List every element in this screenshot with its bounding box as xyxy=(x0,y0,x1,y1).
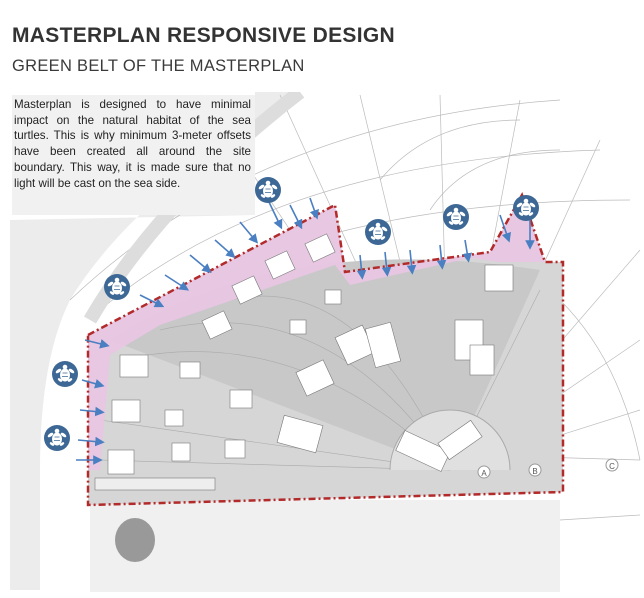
sea-turtle-icon xyxy=(364,218,392,246)
sea-turtle-icon xyxy=(43,424,71,452)
description-text: Masterplan is designed to have minimal i… xyxy=(12,95,255,215)
masterplan-drawing: A B C xyxy=(10,92,644,592)
grid-bubble-c: C xyxy=(605,458,619,472)
sea-turtle-icon xyxy=(103,273,131,301)
svg-text:C: C xyxy=(609,462,615,471)
coast-area xyxy=(10,92,300,590)
sea-turtle-icon xyxy=(254,176,282,204)
page-subtitle: GREEN BELT OF THE MASTERPLAN xyxy=(12,57,305,75)
page-title: MASTERPLAN RESPONSIVE DESIGN xyxy=(12,24,395,47)
light-direction-arrows xyxy=(76,197,535,465)
svg-text:B: B xyxy=(532,467,537,476)
site-boundary xyxy=(86,191,565,507)
access-road xyxy=(90,500,560,592)
roundabout xyxy=(115,518,155,562)
svg-text:A: A xyxy=(481,469,487,478)
sea-turtle-icon xyxy=(442,203,470,231)
sea-turtle-icon xyxy=(51,360,79,388)
grid-bubble-b: B xyxy=(528,463,542,477)
grid-bubble-a: A xyxy=(477,465,491,479)
green-belt xyxy=(88,195,545,470)
sea-turtle-icon xyxy=(512,194,540,222)
buildings xyxy=(94,233,514,491)
